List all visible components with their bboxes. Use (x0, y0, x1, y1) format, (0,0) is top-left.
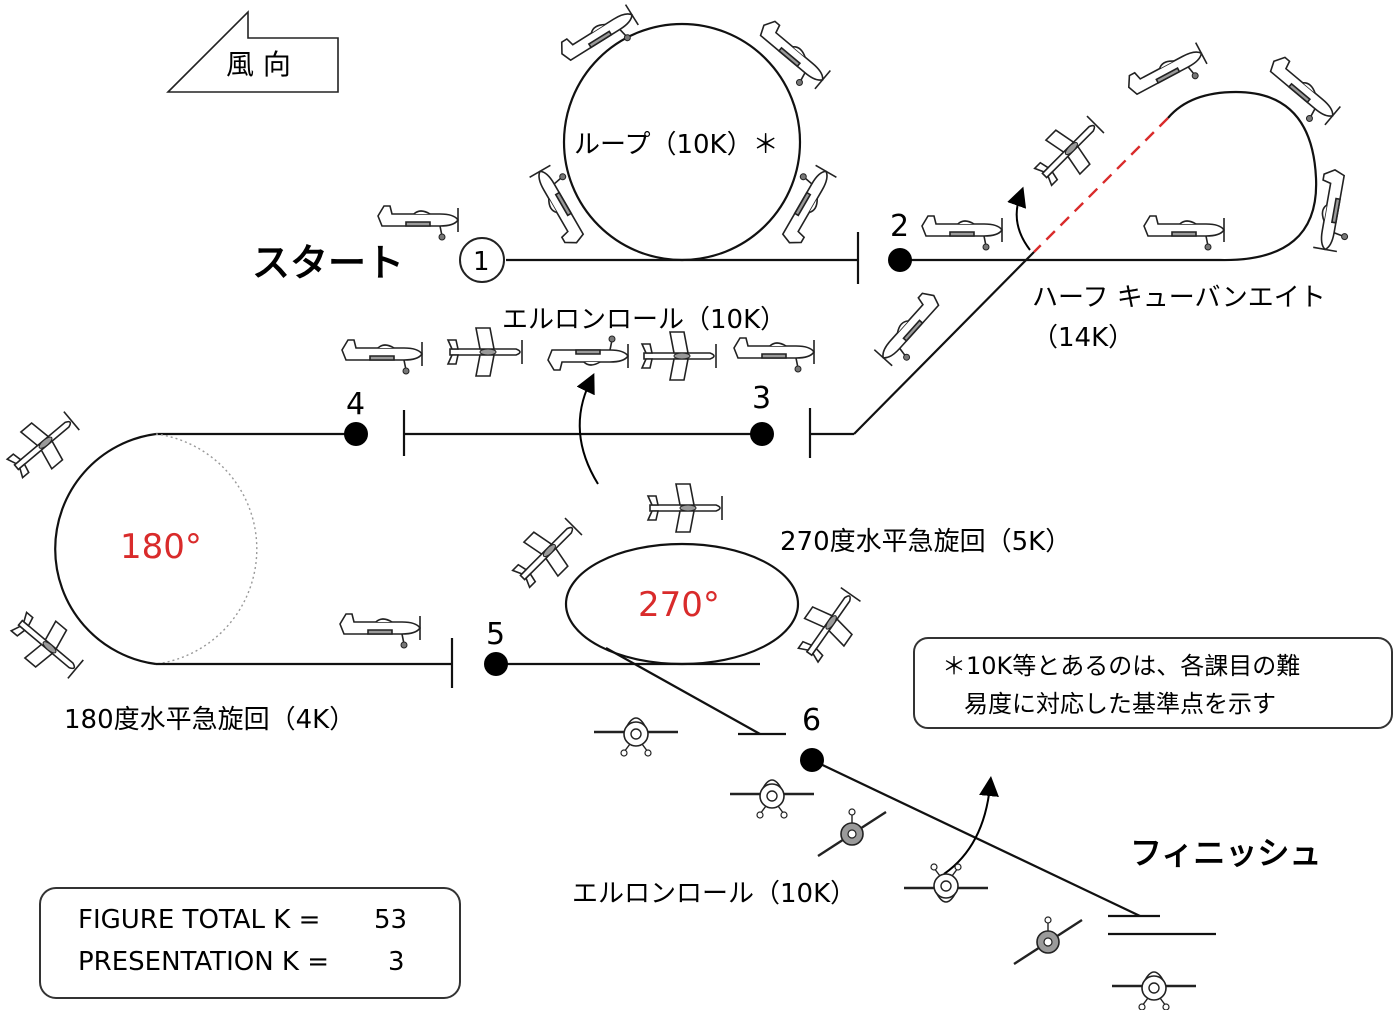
roll-arrow-bottom (943, 776, 999, 875)
point-4-marker (344, 422, 368, 446)
plane-front-icon (592, 716, 680, 758)
point-3-label: 3 (752, 381, 771, 416)
plane-side-icon (1310, 167, 1360, 254)
half-cuban-label-2: （14K） (1032, 323, 1134, 353)
half-cuban-label-1: ハーフ キューバンエイト (1032, 283, 1326, 313)
note-line-1: ＊10K等とあるのは、各課目の難 (942, 652, 1300, 680)
degree-180-label: 180° (120, 527, 202, 567)
plane-side-icon (527, 160, 599, 249)
loop-maneuver: ループ（10K）＊ (562, 22, 802, 262)
flight-path (54, 90, 1318, 936)
plane-front-icon (816, 807, 888, 858)
plane-side-icon (555, 2, 644, 75)
wind-direction-indicator: 風 向 (166, 10, 339, 93)
presentation-value: 3 (388, 947, 405, 977)
plane-top-icon (503, 508, 592, 597)
plane-front-icon (1012, 915, 1084, 966)
turn-270-label: 270度水平急旋回（5K） (780, 527, 1071, 557)
note-line-2: 易度に対応した基準点を示す (964, 690, 1276, 718)
plane-front-icon (728, 778, 816, 820)
reference-points: 1 2 3 4 5 6 (344, 209, 912, 772)
point-1-label: 1 (473, 247, 490, 277)
degree-270-label: 270° (638, 585, 720, 625)
plane-side-icon (547, 335, 629, 371)
point-4-label: 4 (346, 387, 365, 422)
plane-front-icon (902, 862, 990, 904)
plane-side-icon (339, 613, 421, 649)
point-5-marker (484, 652, 508, 676)
plane-side-icon (733, 337, 815, 373)
finish-label: フィニッシュ (1130, 834, 1321, 872)
start-label: スタート (252, 241, 404, 285)
plane-top-icon (787, 579, 872, 670)
plane-top-icon (641, 331, 717, 381)
plane-side-icon (341, 339, 423, 375)
point-1-marker (459, 237, 505, 283)
plane-top-icon (0, 401, 88, 488)
point-3-marker (750, 422, 774, 446)
figure-total-label: FIGURE TOTAL K = (78, 905, 320, 935)
plane-top-icon (447, 327, 523, 377)
note-box: ＊10K等とあるのは、各課目の難 易度に対応した基準点を示す (913, 637, 1393, 729)
wind-label: 風 向 (226, 48, 291, 81)
plane-side-icon (767, 160, 839, 249)
plane-side-icon (747, 16, 833, 96)
point-2-marker (888, 248, 912, 272)
aileron-roll-bottom-label: エルロンロール（10K） (572, 879, 856, 909)
aileron-roll-top-label: エルロンロール（10K） (502, 305, 786, 335)
turn-180-label: 180度水平急旋回（4K） (64, 705, 355, 735)
roll-arrow-top (576, 372, 599, 485)
point-2-label: 2 (890, 209, 909, 244)
point-5-label: 5 (486, 617, 505, 652)
plane-side-icon (921, 215, 1003, 251)
cuban-arrow (1007, 186, 1031, 251)
loop-label: ループ（10K）＊ (574, 130, 779, 160)
point-6-marker (800, 748, 824, 772)
plane-top-icon (647, 483, 723, 533)
plane-top-icon (2, 602, 92, 689)
point-6-label: 6 (802, 703, 821, 738)
plane-side-icon (1143, 215, 1225, 251)
figure-total-value: 53 (374, 905, 407, 935)
totals-box: FIGURE TOTAL K = 53 PRESENTATION K = 3 (39, 887, 461, 999)
presentation-label: PRESENTATION K = (78, 947, 329, 977)
plane-top-icon (1025, 106, 1114, 195)
plane-front-icon (1110, 970, 1198, 1010)
plane-side-icon (377, 205, 459, 241)
plane-side-icon (872, 288, 953, 372)
